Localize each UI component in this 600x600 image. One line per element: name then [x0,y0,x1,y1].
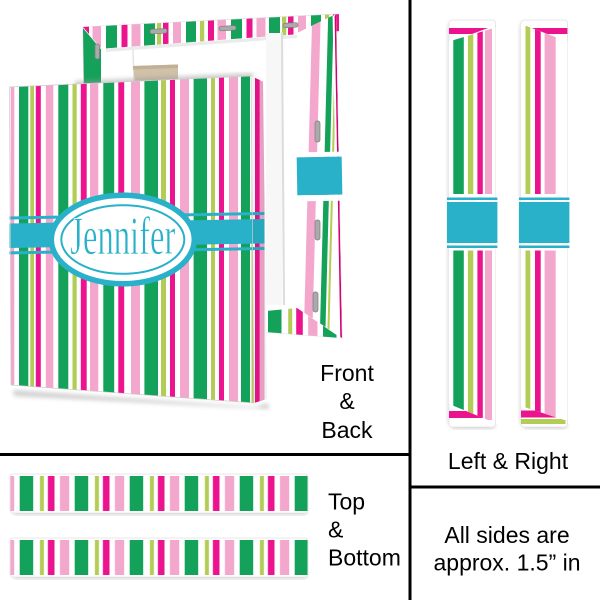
svg-text:Back: Back [321,417,373,443]
svg-text:&: & [328,517,343,543]
svg-text:All sides are: All sides are [444,522,569,548]
svg-text:approx. 1.5” in: approx. 1.5” in [433,550,580,576]
svg-text:Top: Top [328,489,365,515]
svg-text:Left & Right: Left & Right [448,448,569,474]
svg-text:Jennifer: Jennifer [70,206,175,266]
svg-text:&: & [339,388,354,414]
svg-text:Front: Front [320,360,374,386]
svg-text:Bottom: Bottom [328,545,401,571]
